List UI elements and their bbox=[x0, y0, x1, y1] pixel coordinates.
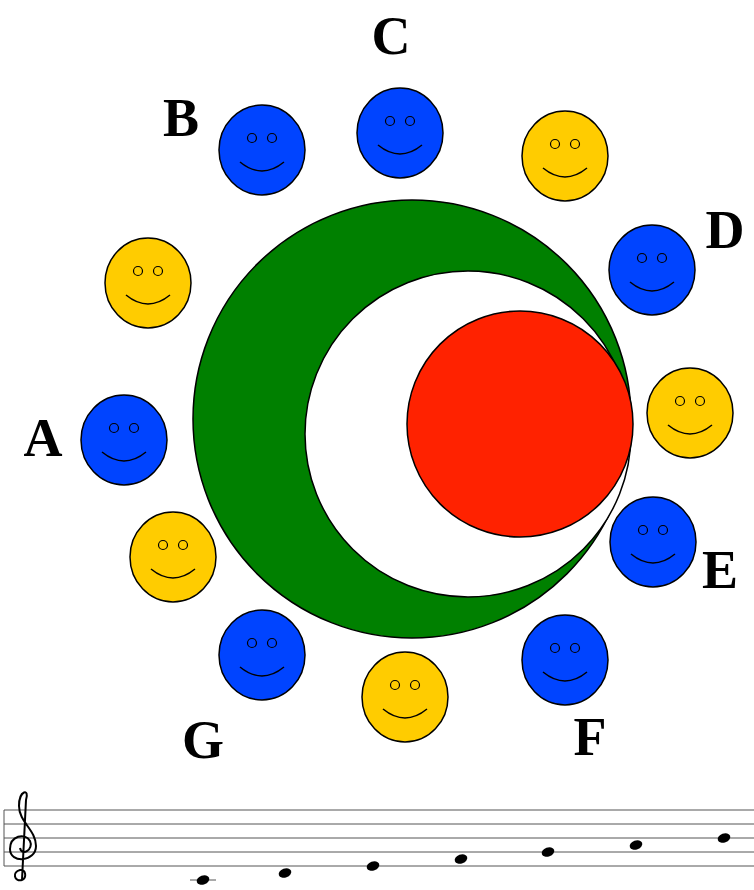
face-smile bbox=[126, 295, 170, 304]
treble-clef bbox=[10, 792, 36, 880]
face-eye bbox=[110, 424, 119, 433]
face-smile bbox=[543, 672, 587, 681]
note-head bbox=[365, 860, 380, 873]
note-head bbox=[628, 839, 643, 852]
face-outline bbox=[647, 368, 733, 458]
face-eye bbox=[130, 424, 139, 433]
smiley-face bbox=[130, 512, 216, 602]
smiley-face bbox=[647, 368, 733, 458]
face-outline bbox=[522, 615, 608, 705]
face-smile bbox=[378, 145, 422, 154]
face-eye bbox=[386, 117, 395, 126]
smiley-face bbox=[362, 652, 448, 742]
face-eye bbox=[638, 254, 647, 263]
face-outline bbox=[81, 395, 167, 485]
note-head bbox=[195, 874, 210, 887]
note-head bbox=[540, 846, 555, 859]
face-outline bbox=[219, 105, 305, 195]
note-letter: C bbox=[372, 9, 411, 63]
face-smile bbox=[543, 168, 587, 177]
face-outline bbox=[609, 225, 695, 315]
smiley-face bbox=[105, 238, 191, 328]
face-eye bbox=[268, 639, 277, 648]
face-eye bbox=[639, 526, 648, 535]
face-eye bbox=[551, 644, 560, 653]
note-head bbox=[716, 832, 731, 845]
note-letter: E bbox=[702, 543, 738, 597]
face-outline bbox=[610, 497, 696, 587]
face-outline bbox=[219, 610, 305, 700]
face-eye bbox=[571, 140, 580, 149]
face-smile bbox=[383, 709, 427, 718]
face-eye bbox=[248, 134, 257, 143]
face-eye bbox=[551, 140, 560, 149]
note-letter: B bbox=[163, 91, 199, 145]
smiley-face bbox=[81, 395, 167, 485]
face-outline bbox=[522, 111, 608, 201]
staff-barline bbox=[4, 810, 5, 866]
smiley-face bbox=[219, 610, 305, 700]
face-eye bbox=[696, 397, 705, 406]
note-letter: A bbox=[24, 411, 63, 465]
face-eye bbox=[391, 681, 400, 690]
note-head bbox=[453, 853, 468, 866]
face-smile bbox=[668, 425, 712, 434]
staff-line bbox=[4, 838, 754, 839]
smiley-face bbox=[610, 497, 696, 587]
smiley-face bbox=[522, 111, 608, 201]
note-head bbox=[277, 867, 292, 880]
note-letter: D bbox=[706, 203, 745, 257]
red-circle bbox=[407, 311, 633, 537]
face-eye bbox=[248, 639, 257, 648]
face-eye bbox=[658, 254, 667, 263]
face-eye bbox=[159, 541, 168, 550]
face-smile bbox=[151, 569, 195, 578]
face-smile bbox=[630, 282, 674, 291]
face-smile bbox=[240, 667, 284, 676]
face-eye bbox=[406, 117, 415, 126]
staff-line bbox=[4, 810, 754, 811]
face-smile bbox=[102, 452, 146, 461]
note-letter: F bbox=[574, 710, 607, 764]
face-outline bbox=[130, 512, 216, 602]
face-eye bbox=[676, 397, 685, 406]
face-outline bbox=[105, 238, 191, 328]
face-eye bbox=[179, 541, 188, 550]
face-eye bbox=[411, 681, 420, 690]
smiley-face bbox=[357, 88, 443, 178]
smiley-face bbox=[219, 105, 305, 195]
face-eye bbox=[268, 134, 277, 143]
smiley-face bbox=[609, 225, 695, 315]
face-eye bbox=[571, 644, 580, 653]
face-smile bbox=[240, 162, 284, 171]
face-eye bbox=[154, 267, 163, 276]
face-eye bbox=[134, 267, 143, 276]
staff-line bbox=[4, 852, 754, 853]
face-smile bbox=[631, 554, 675, 563]
face-eye bbox=[659, 526, 668, 535]
note-letter: G bbox=[182, 713, 224, 767]
smiley-face bbox=[522, 615, 608, 705]
face-outline bbox=[357, 88, 443, 178]
staff-line bbox=[4, 824, 754, 825]
face-outline bbox=[362, 652, 448, 742]
